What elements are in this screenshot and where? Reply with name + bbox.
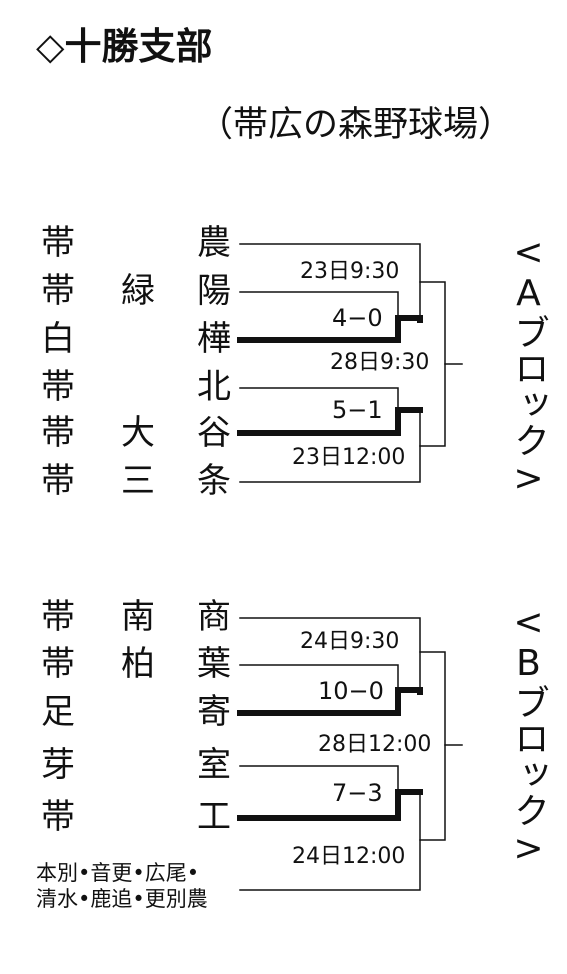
- team-name-char: 寄: [197, 692, 231, 732]
- team-name-char: 芽: [41, 745, 75, 785]
- team-name-char: 白: [41, 319, 75, 359]
- game-a1-score: 4−0: [332, 304, 383, 332]
- line-a-team1: [239, 243, 421, 319]
- game-a3-time: 28日9:30: [330, 350, 430, 375]
- game-a2-time: 23日12:00: [292, 445, 406, 470]
- team-name-char: 樺: [197, 319, 231, 359]
- line-b-team2: [239, 664, 399, 691]
- team-name-char: 柏: [121, 644, 155, 684]
- team-name-char: 南: [121, 597, 155, 637]
- team-name-char: 三: [121, 461, 155, 501]
- line-b-winner1: [237, 687, 423, 716]
- line-a-winner1: [237, 315, 423, 343]
- team-name-char: 帯: [41, 797, 75, 837]
- team-name-char: 農: [197, 223, 231, 263]
- team-name-char: 北: [197, 367, 231, 407]
- game-b1-score: 10−0: [318, 677, 384, 705]
- team-b6-line2: 清水•鹿追•更別農: [36, 887, 208, 911]
- team-b6: 本別•音更•広尾• 清水•鹿追•更別農: [36, 860, 208, 912]
- line-b-final: [419, 651, 446, 841]
- team-name-char: 工: [197, 797, 231, 837]
- team-name-char: 帯: [41, 367, 75, 407]
- team-name-char: 大: [121, 413, 155, 453]
- line-b-team1: [239, 617, 421, 691]
- line-a-winner2: [237, 407, 423, 436]
- team-name-char: 足: [41, 692, 75, 732]
- team-b6-line1: 本別•音更•広尾•: [36, 861, 200, 885]
- game-b2-score: 7−3: [332, 779, 383, 807]
- team-name-char: 条: [197, 461, 231, 501]
- line-b-team6: [239, 791, 421, 891]
- line-b-winner2: [237, 789, 423, 821]
- team-name-char: 帯: [41, 461, 75, 501]
- team-name-char: 帯: [41, 644, 75, 684]
- game-b2-time: 24日12:00: [292, 844, 406, 869]
- team-name-char: 帯: [41, 271, 75, 311]
- block-a-label: <Aブロック>: [508, 232, 549, 499]
- team-name-char: 緑: [121, 271, 155, 311]
- team-name-char: 陽: [197, 271, 231, 311]
- game-b1-time: 24日9:30: [300, 629, 400, 654]
- team-name-char: 帯: [41, 597, 75, 637]
- team-name-char: 商: [197, 597, 231, 637]
- team-name-char: 帯: [41, 413, 75, 453]
- line-a-team6: [239, 409, 421, 483]
- block-b-label: <Bブロック>: [508, 602, 549, 869]
- game-a1-time: 23日9:30: [300, 259, 400, 284]
- venue-label: （帯広の森野球場）: [198, 105, 514, 145]
- team-name-char: 谷: [197, 413, 231, 453]
- line-a-team2: [239, 291, 399, 319]
- team-name-char: 室: [197, 745, 231, 785]
- line-a-team4: [239, 387, 399, 411]
- page-title: ◇十勝支部: [36, 25, 213, 68]
- team-name-char: 葉: [197, 644, 231, 684]
- team-name-char: 帯: [41, 223, 75, 263]
- game-b3-time: 28日12:00: [318, 732, 432, 757]
- game-a2-score: 5−1: [332, 396, 383, 424]
- line-b-team4: [239, 765, 399, 793]
